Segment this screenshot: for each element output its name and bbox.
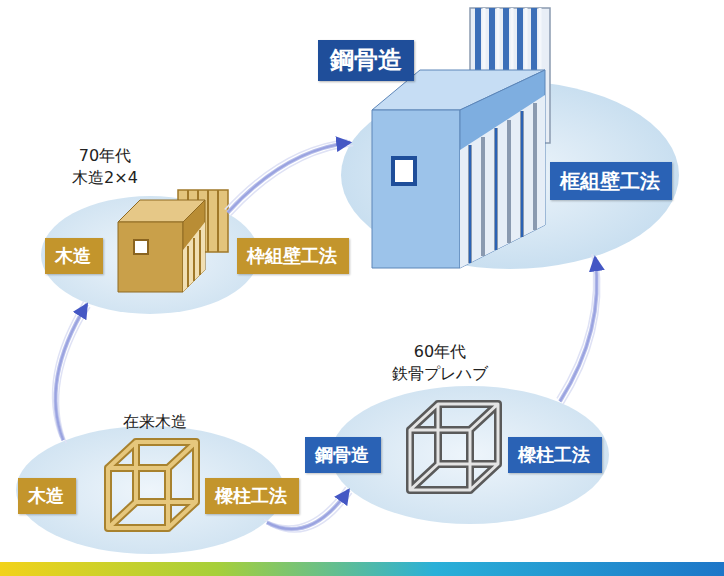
- label-box: 樑柱工法: [205, 478, 299, 514]
- caption-text: 在来木造: [115, 411, 195, 433]
- flow-line: [560, 257, 597, 401]
- ellipse-fill: [341, 81, 679, 269]
- flow-line: [563, 260, 600, 404]
- flow-arrow: [225, 140, 353, 216]
- color-band: [0, 562, 724, 576]
- label-text: 枠組壁工法: [247, 245, 337, 266]
- label-text: 樑柱工法: [215, 485, 287, 506]
- ellipse-fill: [41, 196, 259, 314]
- flow-arrow: [557, 254, 600, 404]
- label-box: 木造: [45, 238, 103, 274]
- title-label: 鋼骨造: [318, 40, 414, 81]
- label-text: 鋼骨造: [315, 444, 369, 465]
- label-box: 木造: [18, 478, 76, 514]
- label-text: 木造: [55, 245, 91, 266]
- label-text: 樑柱工法: [518, 444, 590, 465]
- label-box: 鋼骨造: [305, 437, 381, 473]
- flow-line-main: [560, 257, 597, 401]
- flow-arrow: [53, 301, 90, 443]
- label-box: 枠組壁工法: [237, 238, 349, 274]
- caption-text: 60年代 鉄骨プレハブ: [380, 341, 500, 386]
- flow-line-main: [228, 143, 350, 213]
- caption-text: 70年代 木造2×4: [60, 145, 150, 190]
- flow-line: [228, 143, 350, 213]
- label-box: 樑柱工法: [508, 437, 602, 473]
- flow-line-main: [56, 304, 87, 440]
- label-box: 框組壁工法: [550, 162, 672, 200]
- label-text: 框組壁工法: [560, 169, 660, 193]
- label-text: 木造: [28, 485, 64, 506]
- flow-line: [56, 304, 87, 440]
- flow-line: [231, 146, 353, 216]
